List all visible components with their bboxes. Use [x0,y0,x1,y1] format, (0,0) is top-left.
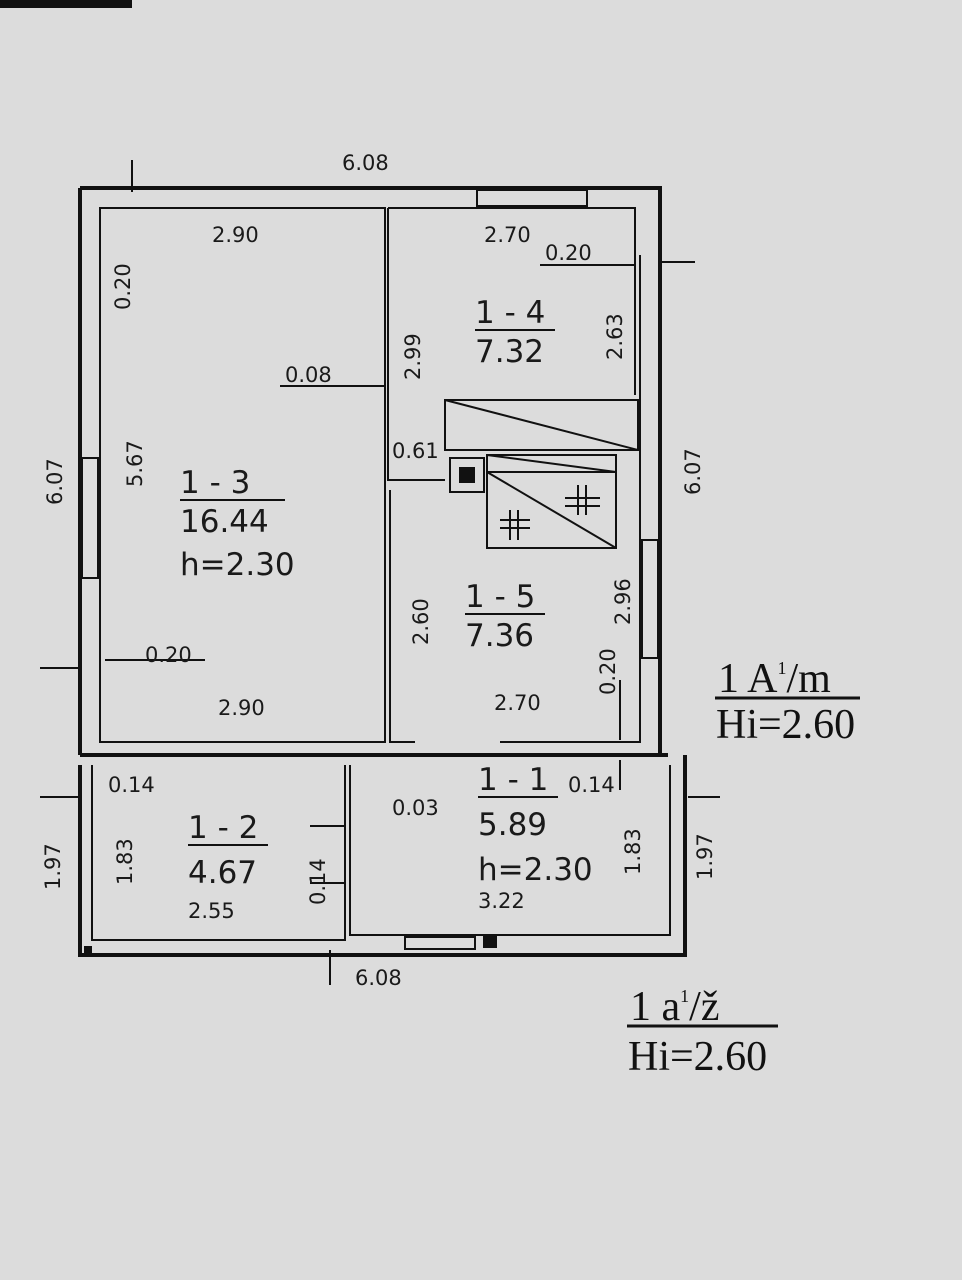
dim-right-height: 6.07 [681,448,705,495]
wall-thickness-annex-partition: 0.14 [306,858,330,905]
chimney [449,457,485,493]
stairs [444,399,639,451]
room-1-4-outline [387,207,636,481]
dim-lower-left: 1.97 [41,843,65,890]
legend-annex-sup: 1 [680,986,689,1006]
legend-main-height: Hi=2.60 [716,702,855,748]
window-right [641,539,659,659]
wall-thickness-partition: 0.08 [285,363,332,387]
legend-annex-suffix: /ž [689,984,719,1030]
room-1-2-area: 4.67 [188,855,257,891]
room-1-5-width: 2.70 [494,691,541,715]
room-1-4-height: 2.63 [603,313,627,360]
wall-thickness-annex-right: 0.14 [568,773,615,797]
room-1-5-area: 7.36 [465,618,534,654]
lower-rooms-outline [91,765,671,941]
legend-main: 1 A1/m Hi=2.60 [715,656,860,748]
legend-annex-label: 1 a [630,984,681,1030]
room-1-2-id: 1 - 2 [188,810,258,846]
room-1-3-width-bottom: 2.90 [218,696,265,720]
wall-thickness-annex-middle: 0.03 [392,796,439,820]
wall-thickness-right: 0.20 [545,241,592,265]
dim-left-height: 6.07 [43,458,67,505]
svg-text:1 A1/m: 1 A1/m [718,656,831,702]
room-1-3-width-top: 2.90 [212,223,259,247]
dim-bottom-width: 6.08 [355,966,402,990]
room-1-3-id: 1 - 3 [180,465,250,501]
wall-thickness-bottom: 0.20 [596,648,620,695]
legend-annex: 1 a1/ž Hi=2.60 [627,984,778,1080]
room-1-1-height: 1.83 [621,828,645,875]
room-1-4-area: 7.32 [475,334,544,370]
room-1-3-area: 16.44 [180,504,269,540]
svg-text:1 a1/ž: 1 a1/ž [630,984,719,1030]
dim-stair-offset: 0.61 [392,439,439,463]
room-1-3-outline [99,207,386,743]
walls [40,160,720,985]
room-1-4-id: 1 - 4 [475,295,545,331]
room-1-2-width: 2.55 [188,899,235,923]
wall-thickness-left-lower: 0.20 [145,643,192,667]
room-1-1-height-value: h=2.30 [478,852,593,888]
window-bottom [404,936,476,950]
dim-top-width: 6.08 [342,151,389,175]
room-1-5-height: 2.60 [409,598,433,645]
room-1-2-height: 1.83 [113,838,137,885]
room-1-5-id: 1 - 5 [465,579,535,615]
room-1-3-height: 5.67 [123,440,147,487]
room-1-1-width: 3.22 [478,889,525,913]
wall-thickness-left: 0.20 [111,263,135,310]
legend-main-label: 1 A [718,656,778,702]
window-top [476,189,588,207]
room-1-4-width: 2.70 [484,223,531,247]
legend-annex-height: Hi=2.60 [628,1034,767,1080]
dim-lower-right: 1.97 [693,833,717,880]
room-1-5-height-right: 2.96 [611,578,635,625]
window-left [81,457,99,579]
room-1-1-id: 1 - 1 [478,762,548,798]
wall-thickness-annex-left: 0.14 [108,773,155,797]
room-1-3-height-value: h=2.30 [180,547,295,583]
room-1-1-area: 5.89 [478,807,547,843]
stove-icon [500,485,600,540]
legend-main-sup: 1 [778,658,787,678]
legend-main-suffix: /m [787,656,832,702]
corner-strip [0,0,132,8]
room-1-4-wall-height: 2.99 [401,333,425,380]
